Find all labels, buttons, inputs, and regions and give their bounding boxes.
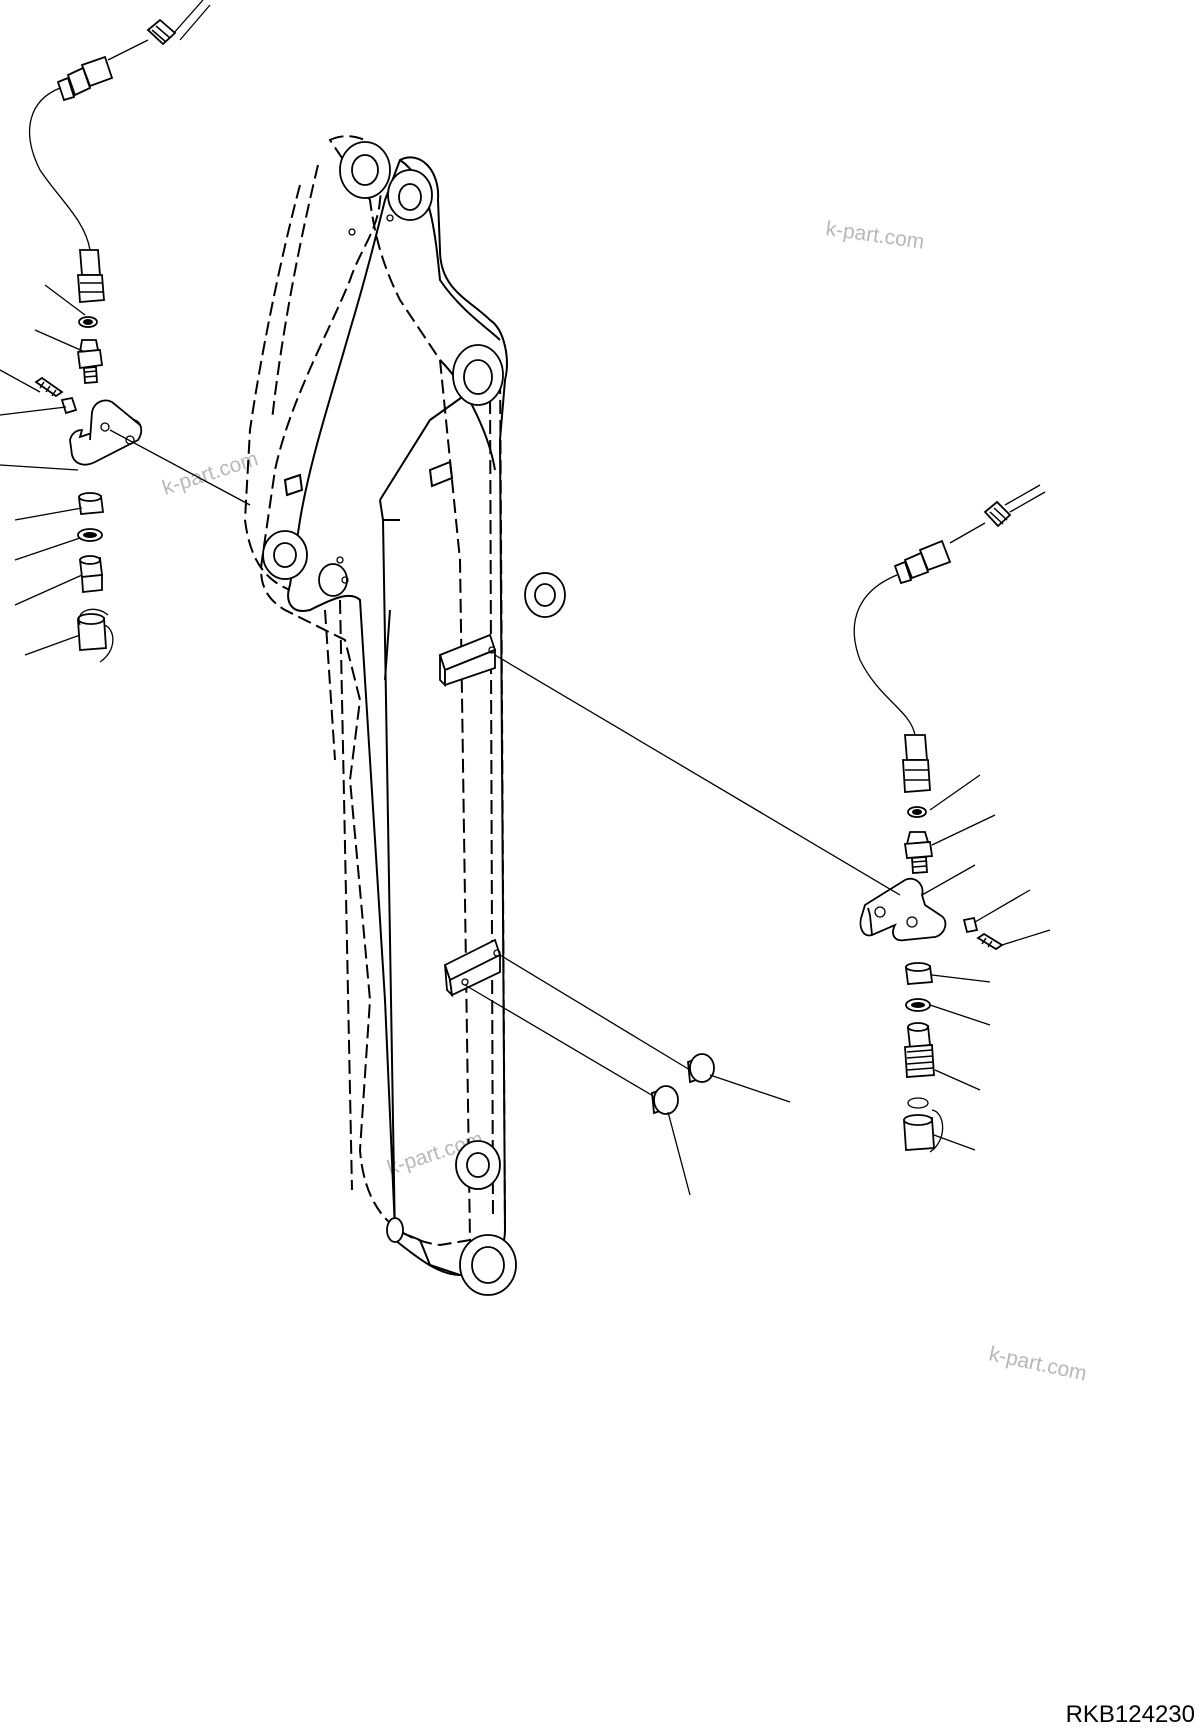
watermark-1: k-part.com [824, 217, 925, 254]
drawing-code: RKB124230 [1066, 1701, 1195, 1728]
right-leader-line [949, 522, 986, 544]
right-hose-nut [983, 500, 1012, 528]
left-callout-7 [14, 537, 81, 561]
left-callout-5 [0, 464, 79, 471]
left-cable [28, 87, 91, 251]
right-pressure-port-assembly [494, 484, 1051, 1153]
left-pressure-port-assembly [0, 0, 251, 663]
grease-fittings [464, 954, 791, 1196]
right-callout-1 [929, 774, 981, 811]
grease-fitting-line-lower [464, 984, 661, 1101]
left-leader-line [107, 39, 149, 61]
left-callout-4 [0, 406, 67, 416]
right-callout-8 [934, 1069, 981, 1091]
watermark-4: k-part.com [987, 1342, 1089, 1385]
right-cable [853, 574, 916, 736]
grease-fitting-callout-lower [667, 1111, 691, 1196]
right-assembly-line [494, 654, 901, 896]
right-bolt [976, 932, 1004, 951]
grease-fitting-callout-upper [709, 1074, 791, 1103]
right-callout-4 [974, 889, 1031, 923]
right-bracket [859, 877, 947, 942]
left-hose-line-1 [179, 4, 211, 41]
left-callout-3 [0, 369, 41, 393]
right-callout-9 [933, 1134, 976, 1151]
right-coupler-top [904, 734, 928, 761]
right-callout-5 [1001, 929, 1051, 946]
left-hose-nut [146, 18, 177, 46]
grease-fitting-line-upper [499, 954, 691, 1071]
right-hose-line-1 [1004, 484, 1041, 506]
left-callout-6 [14, 507, 83, 521]
left-assembly-line [109, 429, 251, 506]
right-nut-small [962, 916, 979, 934]
left-coupler-top [79, 249, 101, 276]
left-callout-8 [14, 574, 83, 606]
left-nut-small [60, 396, 78, 415]
left-callout-9 [24, 634, 81, 656]
arm [243, 135, 566, 1296]
right-callout-7 [929, 1004, 991, 1026]
left-callout-2 [34, 329, 86, 353]
right-callout-3 [921, 864, 976, 896]
right-callout-6 [931, 974, 991, 983]
arm-front-plate-outline [287, 156, 508, 1277]
left-callout-1 [44, 284, 86, 316]
right-callout-2 [931, 814, 996, 846]
